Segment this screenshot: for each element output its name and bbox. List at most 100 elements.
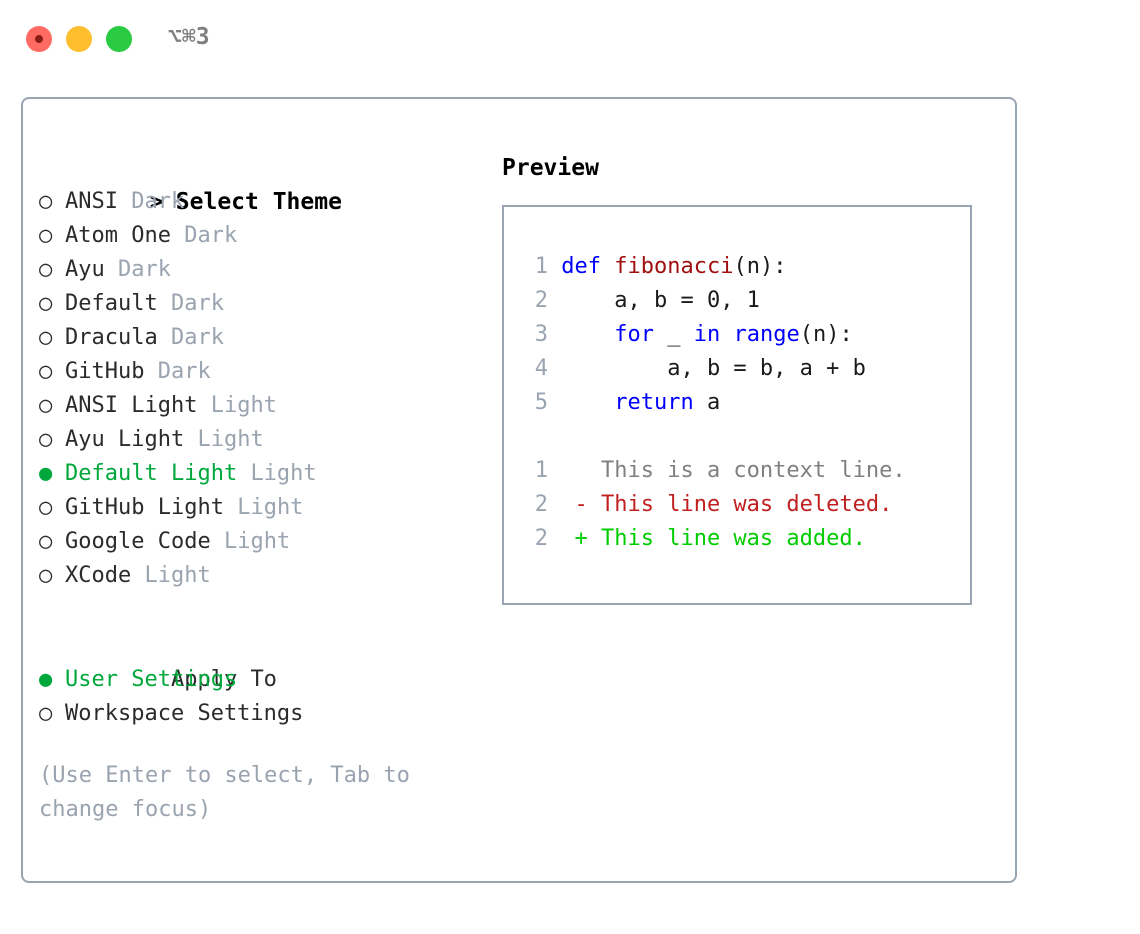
apply-to-option-label: User Settings [65,667,238,692]
apply-to-option-workspace-settings[interactable]: ○ Workspace Settings [39,697,469,731]
spacer [105,257,118,282]
code-token: in [693,322,734,347]
gutter-gap [548,254,561,279]
code-token: a, b = b, a + b [561,356,866,381]
line-number: 5 [534,390,548,415]
radio-unselected-icon: ○ [39,359,53,384]
code-line: 2 a, b = 0, 1 [504,284,970,318]
section-spacer [39,593,469,629]
line-number: 2 [534,492,548,517]
theme-option-default[interactable]: ○Default Dark [39,287,469,321]
theme-option-name: Dracula [65,325,158,350]
code-token: a, b = 0, 1 [561,288,760,313]
spacer [224,495,237,520]
radio-unselected-icon: ○ [39,189,53,214]
preview-title: Preview [502,155,599,181]
diff-line-text: - This line was deleted. [561,492,893,517]
theme-option-name: Default Light [65,461,238,486]
spacer [158,325,171,350]
line-number: 4 [534,356,548,381]
close-window-button[interactable] [26,26,52,52]
theme-option-kind: Light [237,495,304,520]
gutter-gap [548,356,561,381]
apply-to-header-label: Apply To [170,667,277,692]
theme-option-github[interactable]: ○ GitHub Dark [39,355,469,389]
line-number: 1 [534,458,548,483]
radio-unselected-icon: ○ [39,563,53,588]
radio-unselected-icon: ○ [39,427,53,452]
diff-line: 1 This is a context line. [504,454,970,488]
gutter-gap [548,458,561,483]
gutter-gap [548,390,561,415]
theme-option-github-light[interactable]: ○GitHub Light Light [39,491,469,525]
select-theme-header-label: Select Theme [175,189,342,215]
theme-option-name: Atom One [65,223,171,248]
gutter-gap [548,492,561,517]
theme-option-ayu-light[interactable]: ○ Ayu Light Light [39,423,469,457]
theme-option-atom-one[interactable]: ○Atom One Dark [39,219,469,253]
code-token: range [733,322,800,347]
code-blank-line [504,420,970,454]
spacer [171,223,184,248]
theme-list-column: >Select Theme ○ANSI Dark○Atom One Dark○A… [39,151,469,827]
theme-option-name: Ayu Light [65,427,185,452]
apply-to-option-list: ●User Settings ○ Workspace Settings [39,663,469,731]
code-token: fibonacci [614,254,734,279]
code-line: 4 a, b = b, a + b [504,352,970,386]
gutter-gap [548,526,561,551]
radio-unselected-icon: ○ [39,325,53,350]
code-token [561,322,614,347]
theme-option-dracula[interactable]: ○Dracula Dark [39,321,469,355]
theme-option-ayu[interactable]: ○Ayu Dark [39,253,469,287]
theme-option-google-code[interactable]: ○Google Code Light [39,525,469,559]
preview-column: Preview 1 def fibonacci(n):2 a, b = 0, 1… [502,151,992,605]
line-number: 3 [534,322,548,347]
radio-unselected-icon: ○ [39,393,53,418]
apply-to-option-user-settings[interactable]: ●User Settings [39,663,469,697]
theme-option-kind: Light [223,529,291,554]
radio-unselected-icon: ○ [39,223,53,248]
spacer [118,189,131,214]
theme-option-name: Ayu [65,257,105,282]
select-theme-header: >Select Theme [39,151,469,215]
radio-unselected-icon: ○ [39,495,53,520]
code-line: 5 return a [504,386,970,420]
theme-option-default-light[interactable]: ●Default Light Light [39,457,469,491]
theme-option-name: Google Code [65,529,211,554]
line-number: 1 [534,254,548,279]
code-token: (n): [733,254,787,279]
code-line: 3 for _ in range(n): [504,318,970,352]
code-token: for [614,322,654,347]
gutter-gap [548,322,561,347]
code-token: a [693,390,721,415]
diff-line: 2 + This line was added. [504,522,970,556]
theme-option-kind: Dark [157,359,211,384]
theme-option-ansi-light[interactable]: ○ANSI Light Light [39,389,469,423]
spacer [131,563,144,588]
code-line: 1 def fibonacci(n): [504,250,970,284]
keyboard-hint-text: (Use Enter to select, Tab to change focu… [39,763,424,822]
diff-line-text: + This line was added. [561,526,866,551]
apply-to-header: Apply To [39,629,469,692]
keyboard-shortcut-label: ⌥⌘3 [168,24,210,50]
radio-selected-icon: ● [39,461,53,486]
theme-option-list: ○ANSI Dark○Atom One Dark○Ayu Dark○Defaul… [39,185,469,593]
gutter-gap [548,288,561,313]
code-token [561,390,614,415]
code-token: def [561,254,615,279]
theme-option-name: Default [65,291,158,316]
spacer [197,393,210,418]
radio-unselected-icon: ○ [39,701,53,726]
spacer [184,427,197,452]
theme-option-name: GitHub [65,359,145,384]
maximize-window-button[interactable] [106,26,132,52]
apply-to-option-label: Workspace Settings [65,701,304,726]
theme-option-name: ANSI [65,189,118,214]
theme-option-kind: Light [197,427,264,452]
theme-option-kind: Dark [118,257,171,282]
theme-option-xcode[interactable]: ○XCode Light [39,559,469,593]
theme-option-ansi[interactable]: ○ANSI Dark [39,185,469,219]
minimize-window-button[interactable] [66,26,92,52]
